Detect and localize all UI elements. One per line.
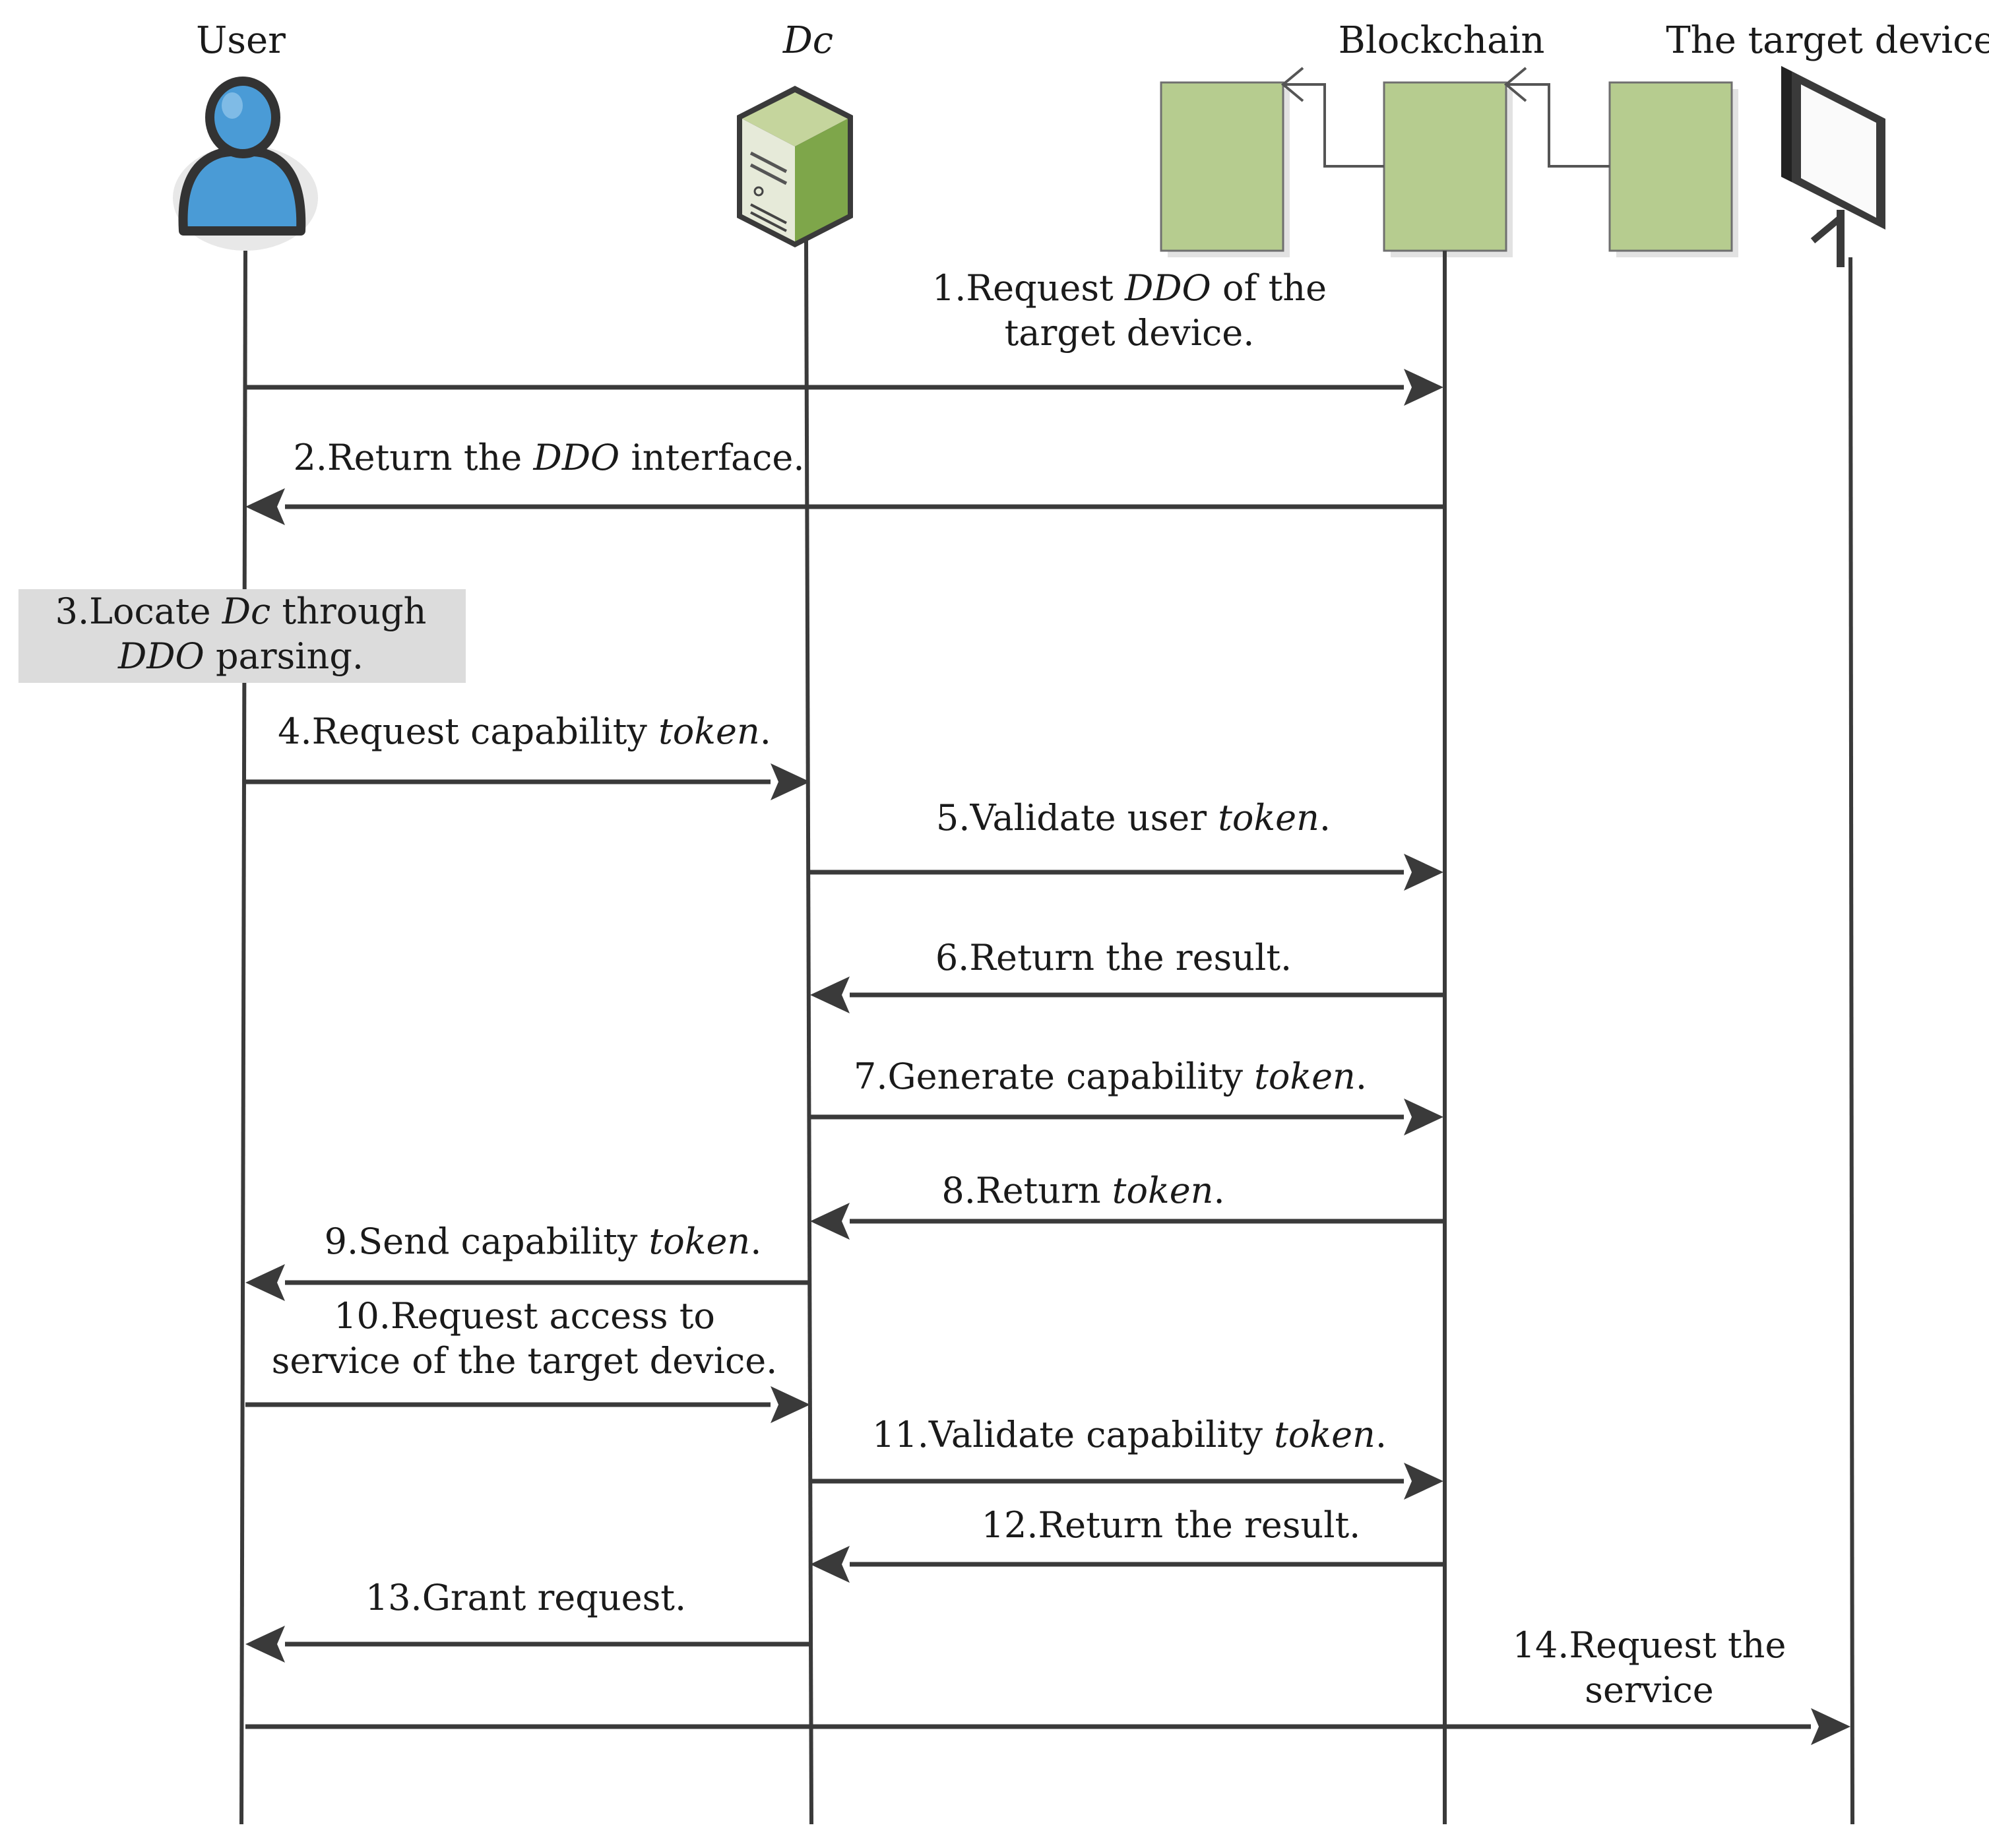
note-locate-dc: 3.Locate Dc through DDO parsing. [18,589,466,683]
display-device-icon [1781,66,1885,267]
message-4-arrowhead [771,763,810,800]
lifeline-dc [804,240,813,1825]
server-tower-icon [737,86,853,247]
message-4: 4.Request capability token. [245,711,810,800]
message-6: 6.Return the result. [810,937,1443,1013]
message-12: 12.Return the result. [810,1504,1443,1583]
message-11-arrowhead [1404,1463,1443,1500]
user-person-icon [173,77,318,251]
message-10-arrowhead [771,1386,810,1423]
note-line-1: 3.Locate Dc through [55,590,427,632]
message-2-label-line-1: 2.Return the DDO interface. [293,437,804,478]
message-10-label-line-1: 10.Request access to [334,1295,715,1337]
participant-label-dc: Dc [782,19,833,62]
message-5: 5.Validate user token. [810,797,1443,891]
message-10-label-line-2: service of the target device. [272,1340,778,1382]
message-4-label-line-1: 4.Request capability token. [278,711,771,752]
message-2-arrowhead [245,488,285,525]
message-8-label-line-1: 8.Return token. [941,1170,1224,1211]
participant-label-target-device: The target device [1666,19,1989,62]
participant-label-user: User [196,19,286,62]
message-14-label-line-2: service [1585,1669,1713,1711]
message-14-arrowhead [1811,1708,1850,1745]
message-9-arrowhead [245,1264,285,1301]
message-8: 8.Return token. [810,1170,1443,1240]
message-7: 7.Generate capability token. [810,1056,1443,1135]
message-5-label-line-1: 5.Validate user token. [936,797,1331,839]
message-9: 9.Send capability token. [245,1221,810,1301]
blockchain-blocks-icon [1160,67,1738,257]
message-13-label-line-1: 13.Grant request. [365,1577,686,1618]
message-12-arrowhead [810,1546,850,1583]
message-5-arrowhead [1404,854,1443,891]
participant-label-blockchain: Blockchain [1339,19,1545,62]
message-12-label-line-1: 12.Return the result. [982,1504,1361,1546]
message-9-label-line-1: 9.Send capability token. [325,1221,762,1262]
message-7-label-line-1: 7.Generate capability token. [854,1056,1367,1097]
note-line-2: DDO parsing. [117,635,363,677]
message-2: 2.Return the DDO interface. [245,437,1443,525]
message-13-arrowhead [245,1626,285,1663]
message-6-label-line-1: 6.Return the result. [935,937,1292,978]
message-1-label-line-2: target device. [1005,312,1255,354]
message-14-label-line-1: 14.Request the [1513,1624,1786,1666]
message-6-arrowhead [810,976,850,1013]
message-7-arrowhead [1404,1099,1443,1135]
message-1-arrowhead [1404,369,1443,406]
message-8-arrowhead [810,1203,850,1240]
lifeline-target-device [1848,257,1854,1825]
message-1-label-line-1: 1.Request DDO of the [932,267,1327,309]
message-11: 11.Validate capability token. [810,1414,1443,1500]
message-13: 13.Grant request. [245,1577,810,1663]
lifeline-user [239,250,247,1825]
message-11-label-line-1: 11.Validate capability token. [872,1414,1387,1455]
